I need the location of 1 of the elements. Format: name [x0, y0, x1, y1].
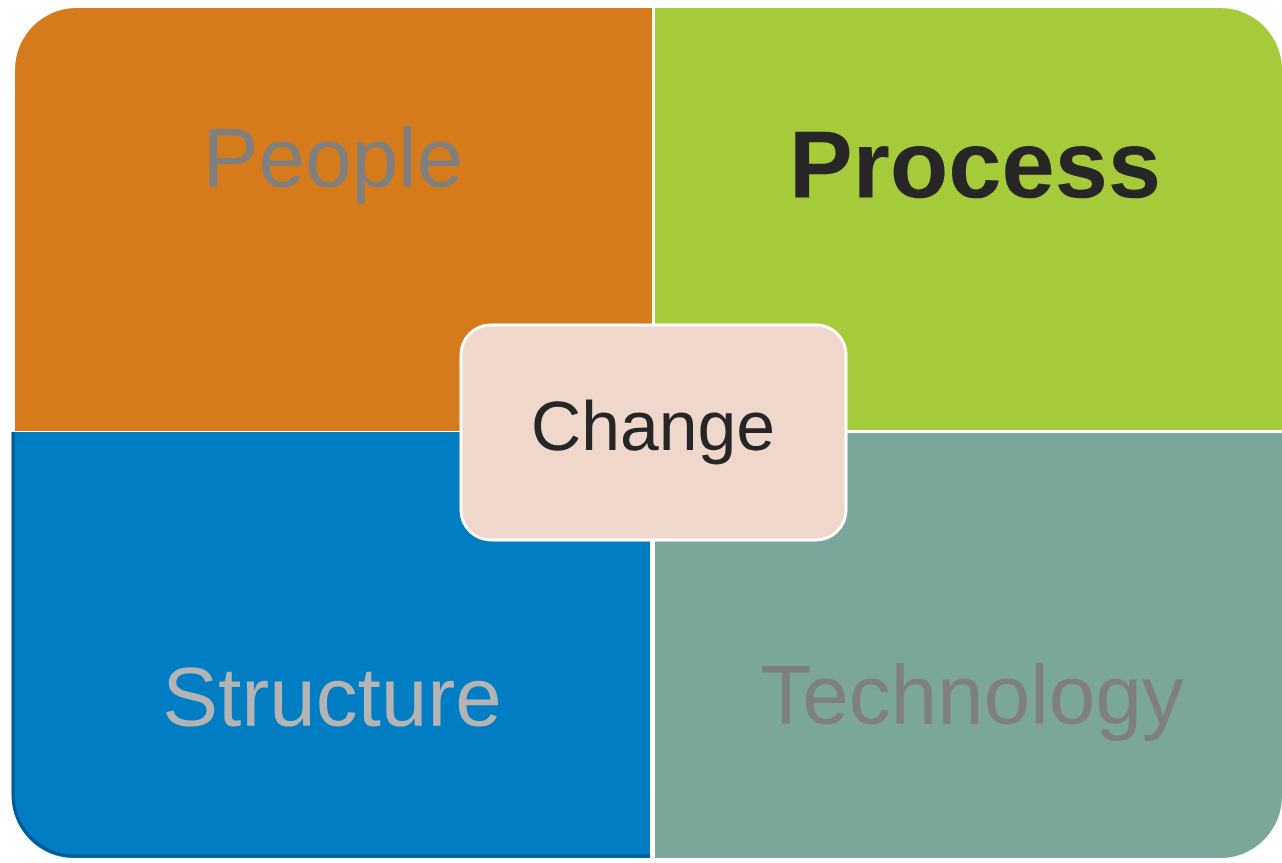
center-box: Change: [459, 323, 848, 542]
